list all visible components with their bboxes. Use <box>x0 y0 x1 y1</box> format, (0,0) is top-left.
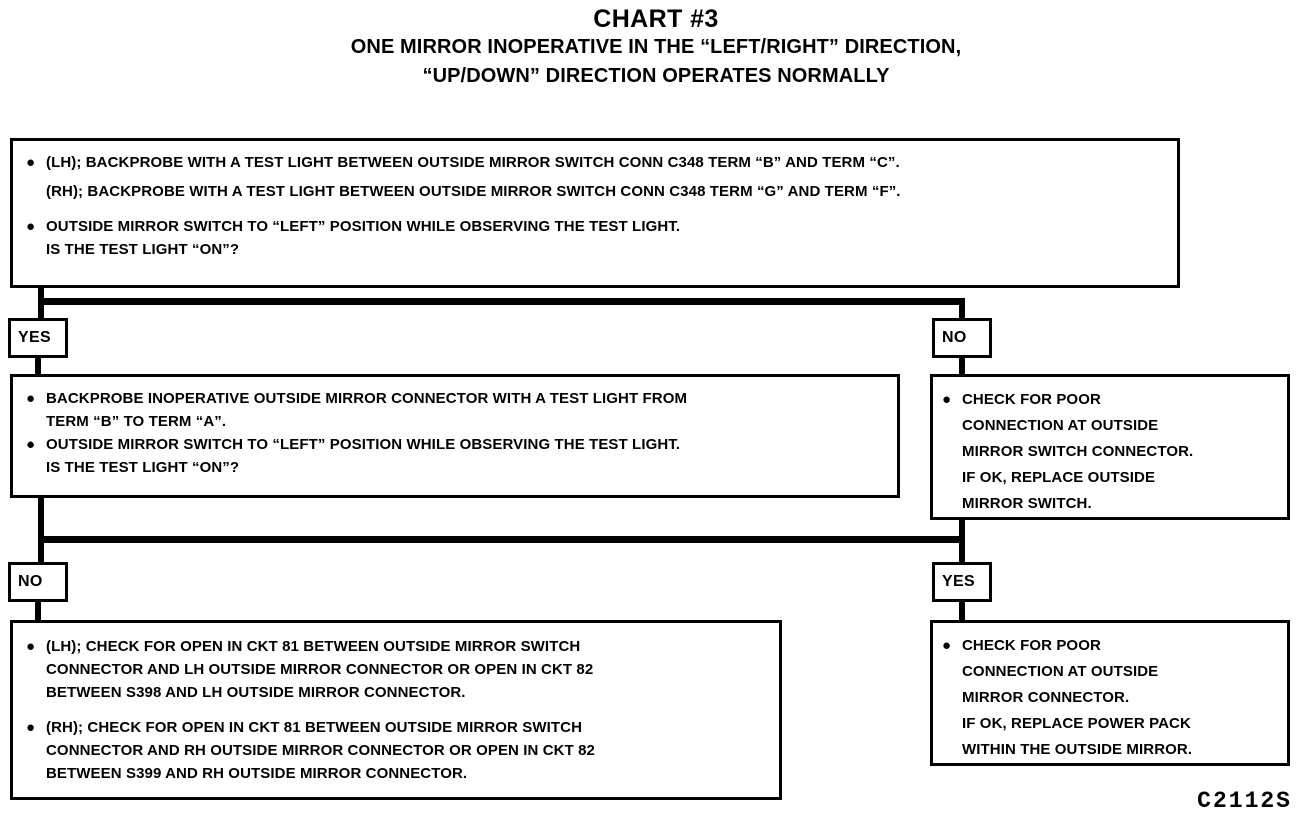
step-1-bullet-2: ● OUTSIDE MIRROR SWITCH TO “LEFT” POSITI… <box>23 215 1167 261</box>
tag-label: YES <box>18 329 51 346</box>
step-3-box: ● (LH); CHECK FOR OPEN IN CKT 81 BETWEEN… <box>10 620 782 800</box>
result-power-pack-line-2: CONNECTION AT OUTSIDE <box>962 663 1159 680</box>
bullet-icon: ● <box>942 637 952 654</box>
bullet-icon: ● <box>26 719 36 736</box>
bullet-icon: ● <box>26 218 36 235</box>
step-3-bullet-2-line-1: (RH); CHECK FOR OPEN IN CKT 81 BETWEEN O… <box>46 719 583 736</box>
chart-title-main: CHART #3 <box>593 5 719 33</box>
tag-label: NO <box>942 329 967 346</box>
step-2-bullet-2-line-2: IS THE TEST LIGHT “ON”? <box>46 459 240 476</box>
connector-step1-stem <box>38 288 44 304</box>
connector-row1-bus <box>38 298 965 305</box>
step-3-bullet-1: ● (LH); CHECK FOR OPEN IN CKT 81 BETWEEN… <box>23 635 769 704</box>
result-power-pack-line-3: MIRROR CONNECTOR. <box>962 689 1130 706</box>
step-2-bullet-1-line-1: BACKPROBE INOPERATIVE OUTSIDE MIRROR CON… <box>46 390 688 407</box>
connector-row1-right-drop <box>959 298 965 320</box>
connector-row2-right-drop <box>959 536 965 564</box>
result-power-pack-box: ● CHECK FOR POOR CONNECTION AT OUTSIDE M… <box>930 620 1290 766</box>
step-3-bullet-1-line-1: (LH); CHECK FOR OPEN IN CKT 81 BETWEEN O… <box>46 638 581 655</box>
result-mirror-switch-bullet-1: ● CHECK FOR POOR CONNECTION AT OUTSIDE M… <box>939 387 1279 517</box>
step-1-box: ● (LH); BACKPROBE WITH A TEST LIGHT BETW… <box>10 138 1180 288</box>
figure-reference-code: C2112S <box>1197 788 1292 814</box>
step-2-bullet-1: ● BACKPROBE INOPERATIVE OUTSIDE MIRROR C… <box>23 387 887 433</box>
result-power-pack-line-5: WITHIN THE OUTSIDE MIRROR. <box>962 741 1193 758</box>
result-mirror-switch-box: ● CHECK FOR POOR CONNECTION AT OUTSIDE M… <box>930 374 1290 520</box>
step-2-box: ● BACKPROBE INOPERATIVE OUTSIDE MIRROR C… <box>10 374 900 498</box>
step-3-bullet-1-line-2: CONNECTOR AND LH OUTSIDE MIRROR CONNECTO… <box>46 661 594 678</box>
result-power-pack-bullet-1: ● CHECK FOR POOR CONNECTION AT OUTSIDE M… <box>939 633 1279 763</box>
connector-yes2-to-result-power-pack <box>959 600 965 622</box>
connector-no1-to-result-switch <box>959 356 965 376</box>
tag-yes-step1: YES <box>8 318 68 358</box>
chart-title-sub-line-1: ONE MIRROR INOPERATIVE IN THE “LEFT/RIGH… <box>350 36 962 59</box>
result-mirror-switch-line-2: CONNECTION AT OUTSIDE <box>962 417 1159 434</box>
step-2-bullet-2: ● OUTSIDE MIRROR SWITCH TO “LEFT” POSITI… <box>23 433 887 479</box>
connector-row2-left-drop <box>38 536 44 564</box>
step-1-bullet-1: ● (LH); BACKPROBE WITH A TEST LIGHT BETW… <box>23 151 1167 203</box>
step-1-bullet-1-line-1: (LH); BACKPROBE WITH A TEST LIGHT BETWEE… <box>46 154 900 171</box>
bullet-icon: ● <box>26 436 36 453</box>
connector-row1-left-drop <box>38 298 44 320</box>
tag-no-step2: NO <box>8 562 68 602</box>
connector-row2-right-riser <box>959 520 965 543</box>
connector-step2-stem <box>38 498 44 542</box>
step-1-bullet-2-line-1: OUTSIDE MIRROR SWITCH TO “LEFT” POSITION… <box>46 218 681 235</box>
result-power-pack-line-1: CHECK FOR POOR <box>962 637 1101 654</box>
step-1-bullet-1-line-2: (RH); BACKPROBE WITH A TEST LIGHT BETWEE… <box>46 183 901 200</box>
result-mirror-switch-line-3: MIRROR SWITCH CONNECTOR. <box>962 443 1194 460</box>
tag-no-step1: NO <box>932 318 992 358</box>
step-3-bullet-2-line-3: BETWEEN S399 AND RH OUTSIDE MIRROR CONNE… <box>46 765 468 782</box>
result-mirror-switch-line-5: MIRROR SWITCH. <box>962 495 1092 512</box>
step-2-bullet-1-line-2: TERM “B” TO TERM “A”. <box>46 413 227 430</box>
step-3-bullet-1-line-3: BETWEEN S398 AND LH OUTSIDE MIRROR CONNE… <box>46 684 466 701</box>
result-power-pack-line-4: IF OK, REPLACE POWER PACK <box>962 715 1191 732</box>
tag-yes-step2: YES <box>932 562 992 602</box>
page-title: CHART #3 ONE MIRROR INOPERATIVE IN THE “… <box>0 6 1312 89</box>
result-mirror-switch-line-4: IF OK, REPLACE OUTSIDE <box>962 469 1156 486</box>
step-3-bullet-2: ● (RH); CHECK FOR OPEN IN CKT 81 BETWEEN… <box>23 716 769 785</box>
step-1-bullet-2-line-2: IS THE TEST LIGHT “ON”? <box>46 241 240 258</box>
result-mirror-switch-line-1: CHECK FOR POOR <box>962 391 1101 408</box>
connector-no2-to-step3 <box>35 600 41 622</box>
chart-title-sub-line-2: “UP/DOWN” DIRECTION OPERATES NORMALLY <box>422 64 890 87</box>
bullet-icon: ● <box>26 154 36 171</box>
connector-yes1-to-step2 <box>35 356 41 376</box>
bullet-icon: ● <box>26 390 36 407</box>
bullet-icon: ● <box>942 391 952 408</box>
tag-label: NO <box>18 573 43 590</box>
connector-row2-bus <box>38 536 965 543</box>
step-2-bullet-2-line-1: OUTSIDE MIRROR SWITCH TO “LEFT” POSITION… <box>46 436 681 453</box>
bullet-icon: ● <box>26 638 36 655</box>
step-3-bullet-2-line-2: CONNECTOR AND RH OUTSIDE MIRROR CONNECTO… <box>46 742 595 759</box>
tag-label: YES <box>942 573 975 590</box>
